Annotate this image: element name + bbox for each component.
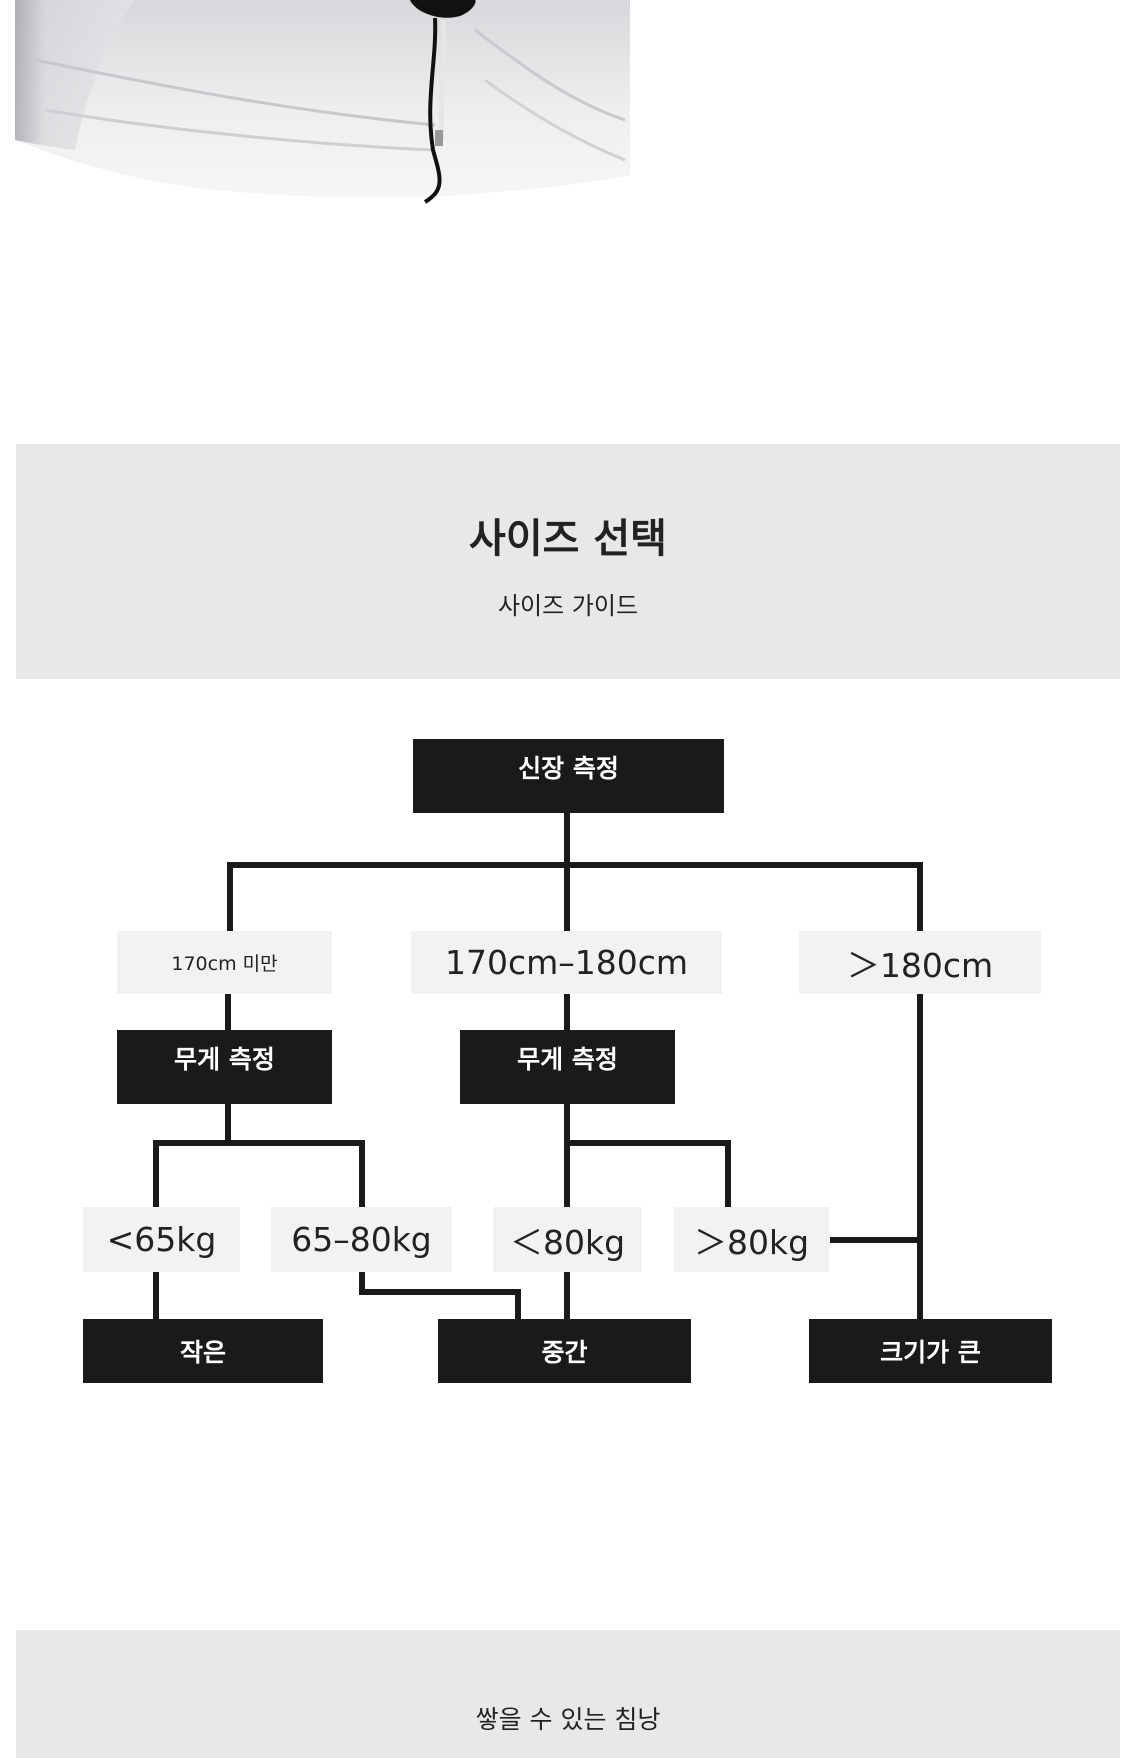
node-measure-height: 신장 측정 [413, 739, 724, 813]
section-title: 사이즈 선택 [469, 516, 667, 562]
node-height-170-180: 170cm–180cm [411, 931, 722, 994]
node-measure-weight-middle: 무게 측정 [460, 1030, 675, 1104]
sleeping-bag-photo [15, 0, 630, 204]
section-heading: 쌓을 수 있는 침낭 [475, 1705, 661, 1734]
node-weight-over-80: ＞80kg [674, 1207, 829, 1272]
node-measure-weight-left: 무게 측정 [117, 1030, 332, 1104]
node-weight-under-80: ＜80kg [493, 1207, 642, 1272]
node-weight-65-80: 65–80kg [271, 1207, 452, 1272]
node-height-under-170: 170cm 미만 [117, 931, 332, 994]
connector-line [359, 1272, 521, 1320]
section-subtitle: 사이즈 가이드 [497, 592, 639, 620]
stackable-sleeping-bag-section: 쌓을 수 있는 침낭 [16, 1630, 1120, 1758]
node-height-over-180: ＞180cm [799, 931, 1041, 994]
node-result-large: 크기가 큰 [809, 1319, 1052, 1383]
node-result-small: 작은 [83, 1319, 323, 1383]
size-selection-header: 사이즈 선택 사이즈 가이드 [16, 444, 1120, 679]
node-result-medium: 중간 [438, 1319, 691, 1383]
node-weight-under-65: <65kg [83, 1207, 240, 1272]
